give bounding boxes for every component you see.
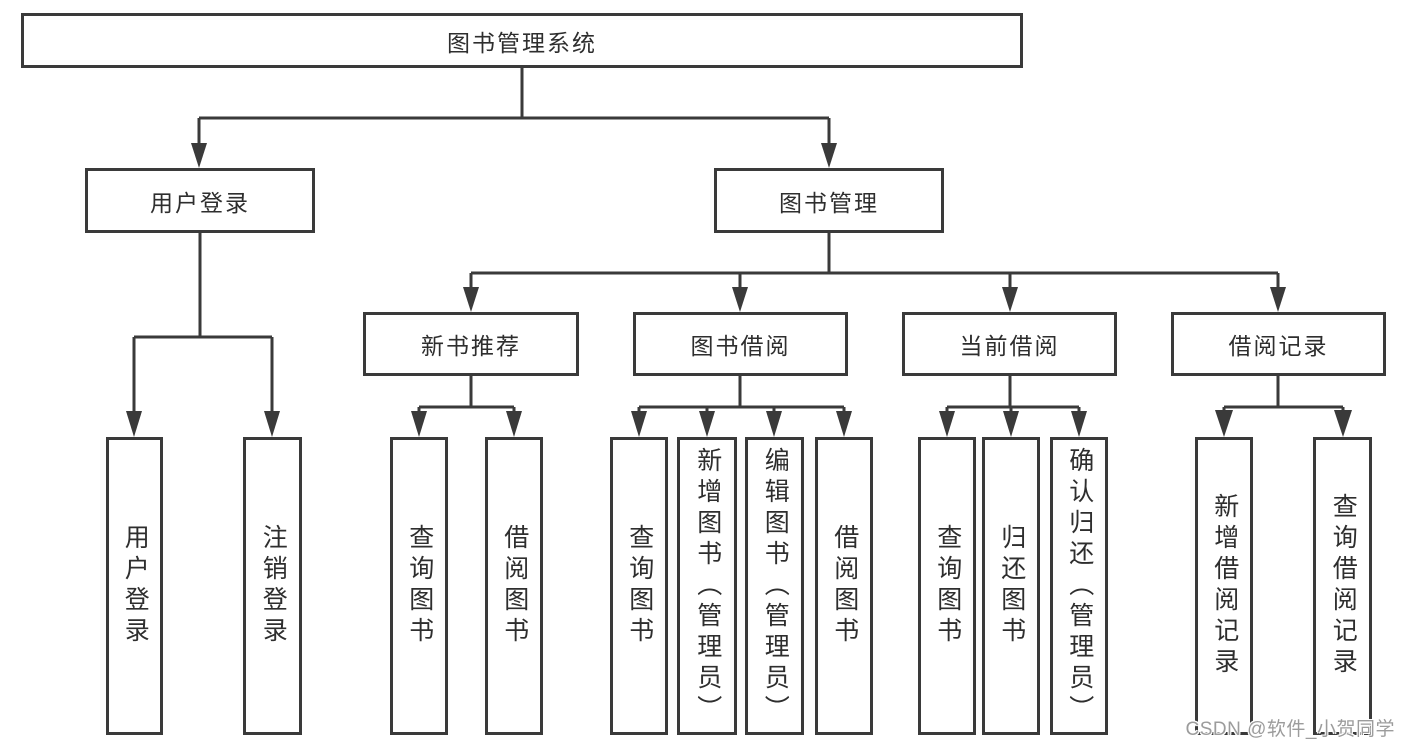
leaf-add-borrow-record: 新增借阅记录 <box>1195 437 1253 735</box>
node-label: 用户登录 <box>150 189 250 216</box>
arrowhead-icon <box>732 287 748 312</box>
leaf-query-books: 查询图书 <box>918 437 976 735</box>
leaf-label: 确认归还（管理员） <box>1065 446 1094 726</box>
leaf-user-login: 用户登录 <box>106 437 163 735</box>
leaf-borrow-books: 借阅图书 <box>815 437 873 735</box>
node-borrowing-records: 借阅记录 <box>1171 312 1386 376</box>
leaf-add-book-admin: 新增图书（管理员） <box>677 437 737 735</box>
node-label: 图书管理 <box>779 189 879 216</box>
arrowhead-icon <box>1002 287 1018 312</box>
csdn-watermark: CSDN @软件_小贺同学 <box>1185 719 1395 740</box>
leaf-label: 新增借阅记录 <box>1210 493 1239 679</box>
node-new-book-recommendation: 新书推荐 <box>363 312 579 376</box>
leaf-query-borrow-record: 查询借阅记录 <box>1313 437 1372 735</box>
node-label: 当前借阅 <box>959 333 1060 359</box>
leaf-label: 查询借阅记录 <box>1329 493 1358 679</box>
arrowhead-icon <box>766 411 782 437</box>
arrowhead-icon <box>1334 410 1352 437</box>
node-label: 图书管理系统 <box>447 29 597 56</box>
leaf-label: 新增图书（管理员） <box>693 446 722 726</box>
leaf-label: 借阅图书 <box>500 524 529 648</box>
arrowhead-icon <box>264 411 280 437</box>
leaf-query-books: 查询图书 <box>390 437 448 735</box>
arrowhead-icon <box>836 411 852 437</box>
node-user-login: 用户登录 <box>85 168 315 233</box>
leaf-edit-book-admin: 编辑图书（管理员） <box>745 437 804 735</box>
arrowhead-icon <box>699 411 715 437</box>
node-label: 新书推荐 <box>421 333 521 359</box>
arrowhead-icon <box>1270 287 1286 312</box>
leaf-label: 查询图书 <box>933 524 962 648</box>
leaf-label: 借阅图书 <box>830 524 859 648</box>
tree-edges <box>132 68 1345 413</box>
node-label: 图书借阅 <box>690 333 791 359</box>
leaf-label: 注销登录 <box>259 524 288 648</box>
arrowhead-icon <box>939 411 955 437</box>
arrowhead-icon <box>411 411 427 437</box>
leaf-label: 查询图书 <box>405 524 434 648</box>
leaf-query-books: 查询图书 <box>610 437 668 735</box>
node-book-borrowing: 图书借阅 <box>633 312 848 376</box>
leaf-label: 用户登录 <box>121 524 150 648</box>
leaf-confirm-return-admin: 确认归还（管理员） <box>1050 437 1108 735</box>
leaf-label: 查询图书 <box>625 524 654 648</box>
leaf-borrow-books: 借阅图书 <box>485 437 543 735</box>
arrowhead-icon <box>191 143 207 168</box>
arrowhead-icon <box>1215 410 1233 437</box>
arrowhead-icon <box>631 411 647 437</box>
arrowhead-icon <box>1003 411 1019 437</box>
arrowhead-icon <box>821 143 837 168</box>
node-label: 借阅记录 <box>1228 333 1329 359</box>
arrowhead-icon <box>506 411 522 437</box>
leaf-label: 编辑图书（管理员） <box>761 446 790 726</box>
arrowhead-icon <box>126 411 142 437</box>
arrowhead-icon <box>1071 411 1087 437</box>
leaf-return-book: 归还图书 <box>982 437 1040 735</box>
node-library-management-system: 图书管理系统 <box>21 13 1023 68</box>
node-current-borrowing: 当前借阅 <box>902 312 1117 376</box>
leaf-logout: 注销登录 <box>243 437 302 735</box>
arrowheads <box>126 143 1352 437</box>
node-book-management: 图书管理 <box>714 168 944 233</box>
arrowhead-icon <box>463 287 479 312</box>
leaf-label: 归还图书 <box>997 524 1026 648</box>
